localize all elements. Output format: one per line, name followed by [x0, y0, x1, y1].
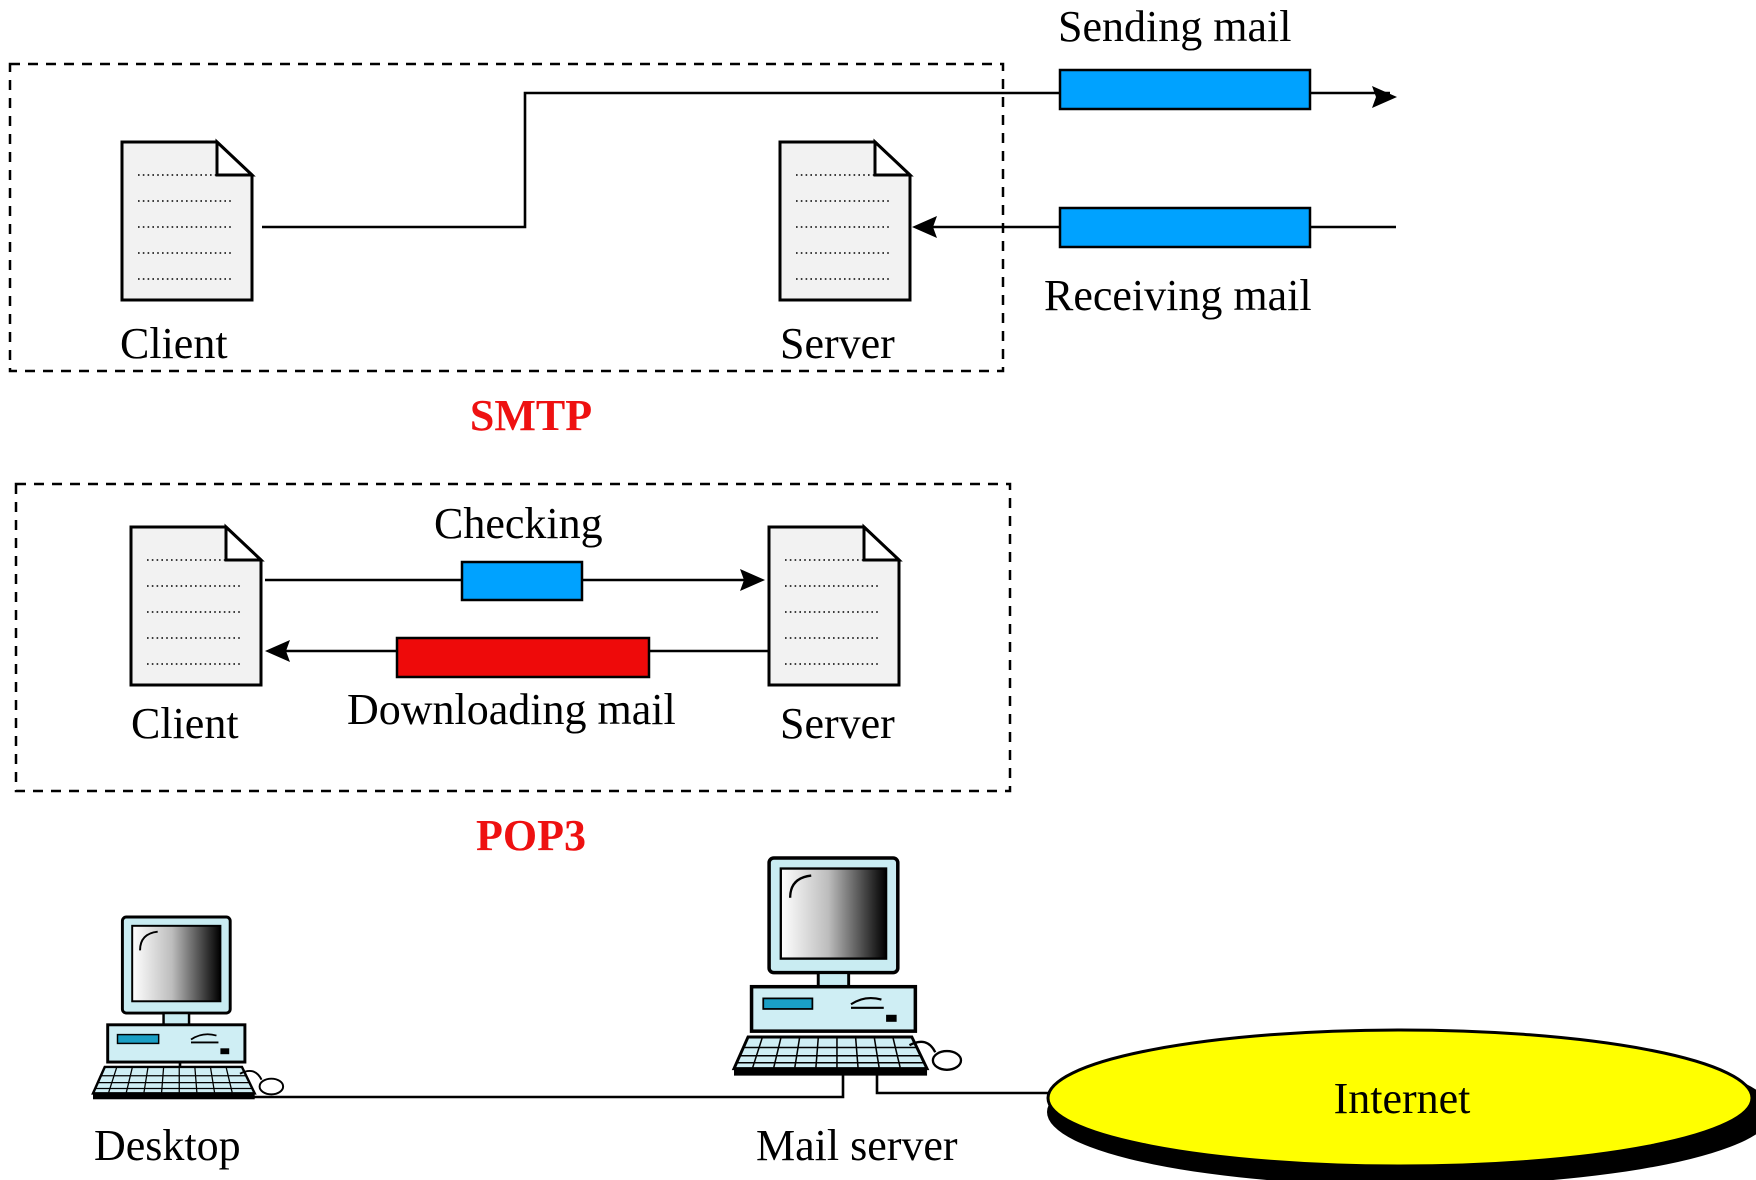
smtp-server-document-icon	[778, 140, 912, 302]
pop3-client-document-icon	[129, 525, 263, 687]
sending-mail-message	[1058, 68, 1312, 111]
internet-cloud	[1046, 1028, 1754, 1168]
pop3-boundary	[14, 482, 1012, 793]
network-section: Internet Desktop Mail server	[91, 856, 1756, 1180]
downloading-mail-label: Downloading mail	[347, 685, 676, 734]
smtp-title: SMTP	[470, 391, 592, 440]
smtp-section: Sending mail Receiving mail Client Serve…	[8, 2, 1397, 440]
smtp-client-label: Client	[120, 319, 228, 368]
desktop-computer-icon	[91, 915, 285, 1101]
internet-label: Internet	[1334, 1074, 1471, 1123]
mail-server-computer-icon	[732, 856, 963, 1078]
smtp-client-document-icon	[120, 140, 254, 302]
receiving-mail-label: Receiving mail	[1044, 271, 1312, 320]
checking-message	[460, 560, 584, 602]
receiving-mail-message	[1058, 206, 1312, 249]
checking-label: Checking	[434, 499, 603, 548]
pop3-title: POP3	[476, 811, 586, 860]
pop3-server-document-icon	[767, 525, 901, 687]
checking-arrowhead	[740, 569, 765, 591]
downloading-mail-message	[395, 636, 651, 679]
downloading-arrowhead	[265, 640, 290, 662]
pop3-section: Checking Downloading mail Client Server …	[14, 482, 1012, 860]
mail-server-label: Mail server	[756, 1121, 958, 1170]
smtp-server-label: Server	[780, 319, 895, 368]
sending-arrowhead	[1372, 86, 1397, 108]
receiving-arrowhead	[912, 216, 937, 238]
pop3-client-label: Client	[131, 699, 239, 748]
sending-mail-path	[262, 91, 1390, 229]
desktop-label: Desktop	[94, 1121, 241, 1170]
sending-mail-label: Sending mail	[1058, 2, 1291, 51]
pop3-server-label: Server	[780, 699, 895, 748]
